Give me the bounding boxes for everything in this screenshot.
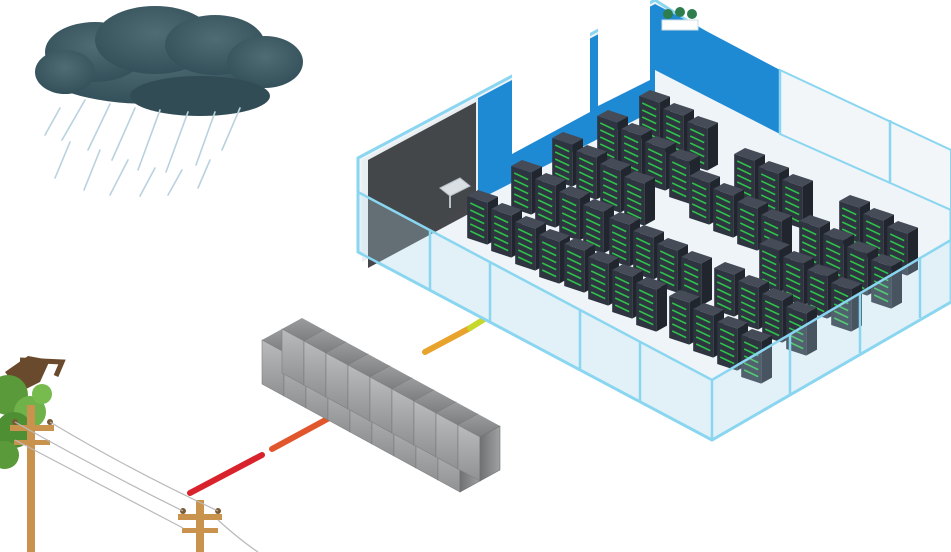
window-panel-1 <box>512 28 590 154</box>
server-rack <box>511 160 542 215</box>
plant-icon <box>661 7 699 31</box>
front-glass-right <box>712 240 951 440</box>
tree-icon <box>0 356 66 469</box>
utility-pole-left <box>10 405 54 552</box>
server-rack <box>636 277 667 332</box>
window-panel-2 <box>598 0 650 106</box>
battery-cabinet-array <box>261 318 501 493</box>
server-racks <box>467 90 918 384</box>
dark-wall-panel <box>368 102 476 268</box>
blue-right-wall <box>655 4 780 134</box>
rain-drops <box>44 99 241 197</box>
glass-frame <box>356 70 951 442</box>
data-center-room <box>356 0 951 442</box>
front-glass-left <box>358 192 712 440</box>
battery-cube <box>457 414 501 482</box>
server-rack <box>624 171 655 226</box>
utility-pole-right <box>178 500 222 552</box>
server-rack <box>741 329 772 384</box>
rain-cloud-icon <box>35 6 303 116</box>
server-rack <box>588 251 619 306</box>
server-rack <box>807 264 838 319</box>
desk-icon <box>439 177 471 208</box>
power-lines <box>14 421 259 552</box>
